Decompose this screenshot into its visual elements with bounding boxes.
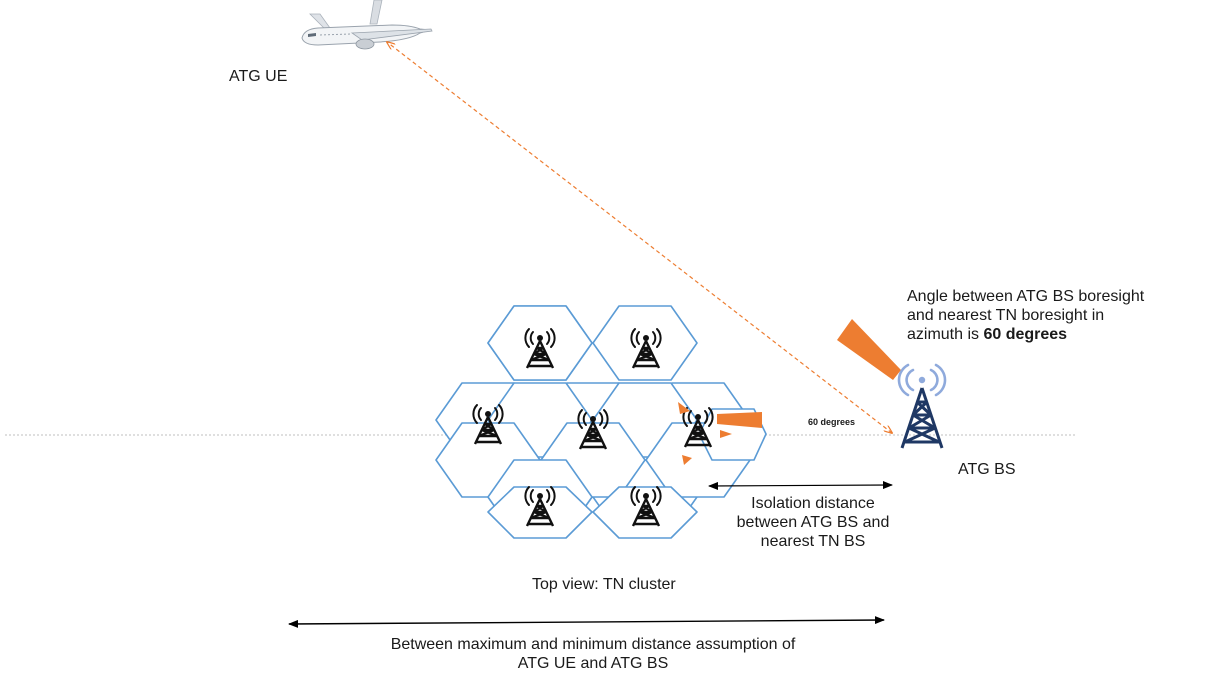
angle-annotation-line2: and nearest TN boresight in	[907, 307, 1105, 324]
range-line1: Between maximum and minimum distance ass…	[390, 636, 796, 653]
tn-cluster-caption: Top view: TN cluster	[532, 576, 676, 593]
angle-annotation: Angle between ATG BS boresight and neare…	[907, 287, 1144, 344]
angle-annotation-value: 60 degrees	[983, 326, 1068, 343]
angle-annotation-line3: azimuth is 60 degrees	[907, 325, 1144, 344]
atg-tower-icon	[897, 363, 947, 449]
angle-annotation-line1: Angle between ATG BS boresight	[907, 288, 1145, 305]
atg-ue-label: ATG UE	[229, 68, 288, 85]
range-line2: ATG UE and ATG BS	[517, 655, 669, 672]
isolation-line2: between ATG BS and	[736, 514, 890, 531]
line-of-sight-dashed	[387, 42, 892, 433]
isolation-line1: Isolation distance	[751, 495, 875, 512]
tn-beam-southwest	[682, 455, 692, 465]
isolation-line3: nearest TN BS	[760, 533, 866, 550]
isolation-distance-label: Isolation distance between ATG BS and ne…	[728, 494, 898, 551]
distance-range-label: Between maximum and minimum distance ass…	[373, 635, 813, 673]
isolation-distance-arrow	[708, 481, 893, 490]
angle-annotation-prefix: azimuth is	[907, 326, 984, 343]
airplane-icon	[301, 0, 433, 50]
atg-bs-label: ATG BS	[958, 461, 1016, 478]
atg-bs-beam	[837, 319, 901, 380]
distance-range-arrow	[288, 616, 885, 628]
angle-small-label: 60 degrees	[808, 417, 856, 427]
